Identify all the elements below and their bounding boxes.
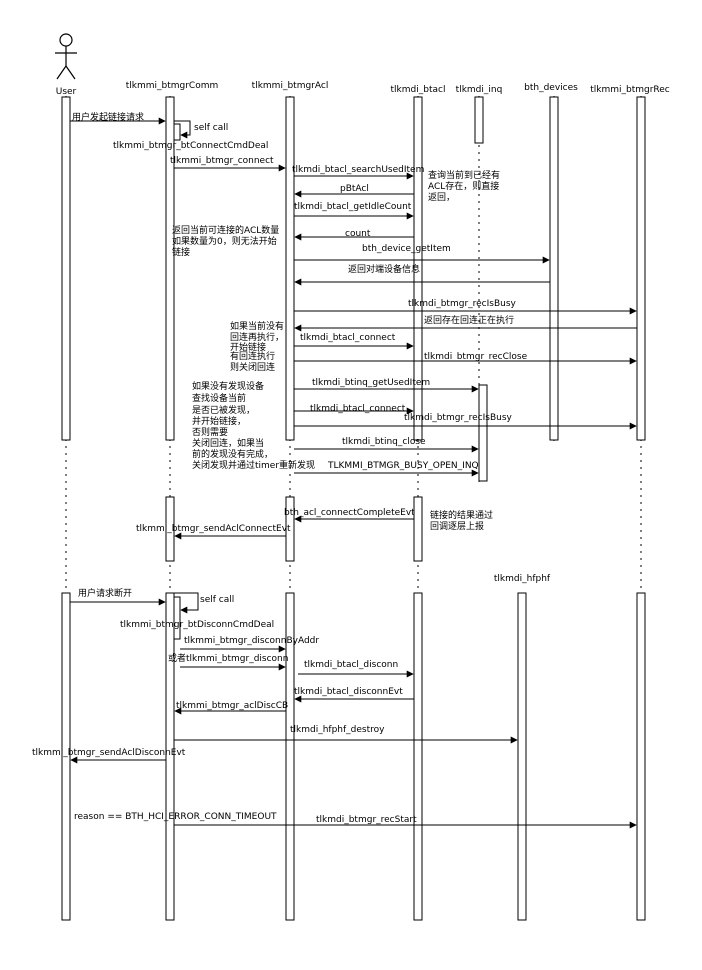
- participant-btacl: tlkmdi_btacl: [391, 85, 446, 95]
- msg-label: 用户请求断开: [78, 587, 132, 599]
- msg-label: bth_device_getItem: [362, 244, 451, 254]
- msg-label: tlkmmi_btmgr_connect: [170, 156, 274, 166]
- msg-label: tlkmdi_btacl_connect: [300, 333, 396, 343]
- msg-label: tlkmmi_btmgr_btConnectCmdDeal: [113, 141, 268, 151]
- msg-label: tlkmdi_btacl_searchUsedItem: [292, 165, 424, 175]
- self-call-arrow-1: [174, 120, 191, 139]
- msg-label: reason == BTH_HCI_ERROR_CONN_TIMEOUT: [74, 812, 277, 822]
- msg-label: tlkmdi_btmgr_recIsBusy: [408, 299, 517, 309]
- participant-acl: tlkmmi_btmgrAcl: [252, 81, 329, 91]
- msg-label: tlkmdi_btinq_close: [342, 437, 426, 447]
- participant-rec: tlkmmi_btmgrRec: [590, 85, 670, 95]
- note-search-acl: 查询当前到已经有 ACL存在，则直接 返回，: [428, 169, 503, 203]
- msg-label: tlkmmi_btmgr_sendAclConnectEvt: [136, 524, 291, 534]
- msg-label: 返回存在回连正在执行: [424, 314, 514, 326]
- msg-label: tlkmdi_btinq_getUsedItem: [312, 378, 430, 388]
- msg-label: tlkmdi_btacl_connect: [310, 404, 406, 414]
- participant-user: User: [56, 87, 77, 97]
- msg-label: tlkmdi_btmgr_recClose: [424, 352, 528, 362]
- user-actor-icon: [55, 33, 77, 80]
- participant-inq: tlkmdi_inq: [456, 85, 503, 95]
- message-arrows: [70, 117, 637, 829]
- participant-devices: bth_devices: [524, 83, 578, 93]
- msg-label: TLKMMI_BTMGR_BUSY_OPEN_INQ: [327, 461, 479, 471]
- msg-label: tlkmdi_btacl_disconn: [304, 660, 398, 670]
- note-acl-count: 返回当前可连接的ACL数量 如果数量为0，则无法开始 链接: [172, 224, 282, 258]
- msg-label: tlkmdi_btmgr_recIsBusy: [404, 413, 513, 423]
- note-callback-report: 链接的结果通过 回调逐层上报: [430, 509, 496, 532]
- msg-label: tlkmmi_btmgr_btDisconnCmdDeal: [120, 620, 274, 630]
- msg-label: pBtAcl: [340, 184, 369, 194]
- msg-label: count: [345, 229, 371, 239]
- msg-label: tlkmdi_hfphf_destroy: [290, 725, 385, 735]
- msg-label: tlkmmi_btmgr_sendAclDisconnEvt: [32, 748, 186, 758]
- msg-label: 或者tlkmmi_btmgr_disconn: [168, 652, 288, 664]
- msg-label: self call: [194, 123, 228, 133]
- self-call-arrow-2: [174, 592, 199, 614]
- message-labels: 用户发起链接请求 self call tlkmmi_btmgr_btConnec…: [32, 111, 528, 825]
- msg-label: tlkmdi_btmgr_recStart: [316, 815, 417, 825]
- msg-label: 用户发起链接请求: [72, 111, 144, 123]
- msg-label: 返回对端设备信息: [348, 263, 420, 275]
- msg-label: tlkmdi_btacl_disconnEvt: [294, 687, 403, 697]
- msg-label: bth_acl_connectCompleteEvt: [284, 508, 415, 518]
- msg-label: tlkmmi_btmgr_disconnByAddr: [184, 636, 319, 646]
- msg-label: tlkmmi_btmgr_aclDiscCB: [176, 701, 288, 711]
- note-reconnect: 如果当前没有 回连再执行， 开始链接 有回连执行 则关闭回连: [230, 320, 287, 373]
- participant-comm: tlkmmi_btmgrComm: [126, 81, 219, 91]
- activation-bars: [61, 96, 646, 921]
- participant-hfphf: tlkmdi_hfphf: [494, 574, 551, 584]
- note-inquiry: 如果没有发现设备 查找设备当前 是否已被发现， 并开始链接， 否则需要 关闭回连…: [192, 380, 315, 471]
- msg-label: tlkmdi_btacl_getIdleCount: [294, 202, 412, 212]
- msg-label: self call: [200, 595, 234, 605]
